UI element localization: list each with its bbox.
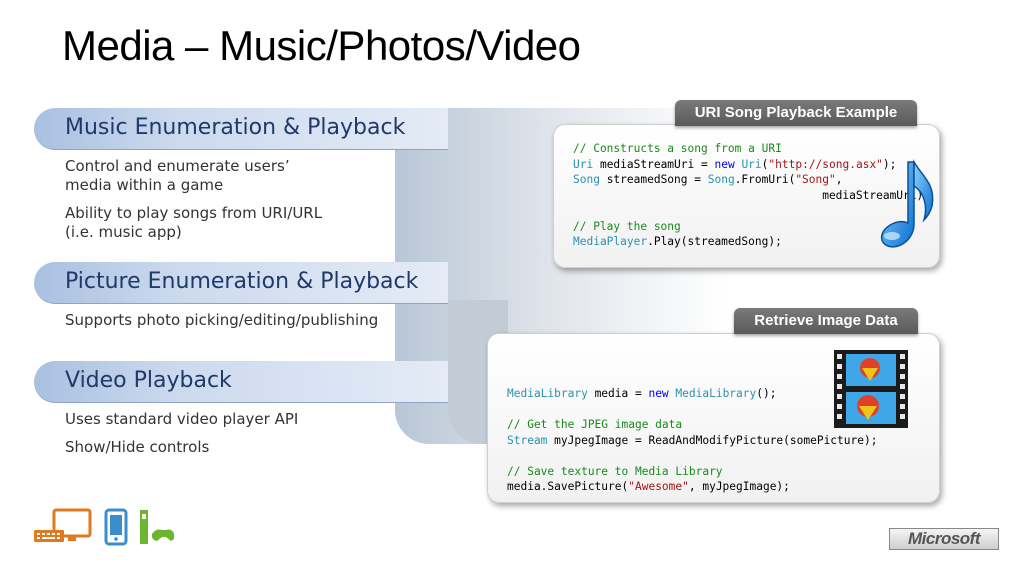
section-video-title: Video Playback xyxy=(65,368,232,393)
code-text: .Play(streamedSong); xyxy=(647,235,782,248)
code-text: streamedSong = xyxy=(599,173,708,186)
code-text: myJpegImage = ReadAndModifyPicture(someP… xyxy=(547,433,878,447)
image-code: MediaLibrary media = new MediaLibrary();… xyxy=(507,386,877,495)
song-code: // Constructs a song from a URI Uri medi… xyxy=(573,142,930,248)
code-text: ); xyxy=(882,157,897,171)
pc-icon xyxy=(34,508,92,542)
code-string: "Song" xyxy=(795,173,836,186)
code-type: MediaLibrary xyxy=(507,387,588,400)
microsoft-logo: Microsoft xyxy=(889,528,999,550)
bullet-music-1: Control and enumerate users’ media withi… xyxy=(65,157,290,194)
section-picture-title: Picture Enumeration & Playback xyxy=(65,269,419,294)
code-type: Uri xyxy=(573,157,594,171)
bullet-video-1: Uses standard video player API xyxy=(65,410,299,428)
xbox-icon xyxy=(140,510,175,544)
music-note-icon xyxy=(880,159,934,248)
code-type: MediaLibrary xyxy=(675,387,757,400)
bullet-music-2: Ability to play songs from URI/URL (i.e.… xyxy=(65,204,323,241)
section-music-header: Music Enumeration & Playback xyxy=(34,108,448,150)
bullet-video-2: Show/Hide controls xyxy=(65,438,210,456)
section-music-title: Music Enumeration & Playback xyxy=(65,115,406,140)
code-text: .FromUri( xyxy=(734,173,796,186)
code-comment: // Play the song xyxy=(573,219,681,233)
code-keyword: new xyxy=(714,157,735,171)
section-picture-header: Picture Enumeration & Playback xyxy=(34,262,448,304)
phone-icon xyxy=(104,508,128,546)
code-text: , myJpegImage); xyxy=(688,480,790,493)
code-comment: // Constructs a song from a URI xyxy=(573,142,782,155)
code-keyword: new xyxy=(648,387,669,400)
code-text: , xyxy=(835,173,843,186)
code-comment: // Get the JPEG image data xyxy=(507,418,683,431)
code-text: (); xyxy=(756,387,777,400)
code-text: media.SavePicture( xyxy=(507,480,629,493)
song-callout-label: URI Song Playback Example xyxy=(675,100,917,126)
code-type: Stream xyxy=(507,433,548,447)
code-text: mediaStreamUri); xyxy=(573,188,930,202)
code-string: "Awesome" xyxy=(628,480,689,493)
code-type: Uri xyxy=(741,157,762,171)
code-comment: // Save texture to Media Library xyxy=(507,464,723,478)
code-text: media = xyxy=(587,387,649,400)
code-string: "http://song.asx" xyxy=(768,157,883,171)
code-type: MediaPlayer xyxy=(573,235,648,248)
song-code-box xyxy=(553,124,940,268)
film-strip-icon xyxy=(834,350,908,428)
bullet-picture-1: Supports photo picking/editing/publishin… xyxy=(65,311,379,329)
code-type: Song xyxy=(573,173,600,186)
slide-title: Media – Music/Photos/Video xyxy=(62,22,581,69)
code-text: mediaStreamUri = xyxy=(593,157,715,171)
section-video-header: Video Playback xyxy=(34,361,448,403)
image-callout-label: Retrieve Image Data xyxy=(734,308,918,334)
code-type: Song xyxy=(707,173,735,186)
device-icons xyxy=(34,508,175,546)
